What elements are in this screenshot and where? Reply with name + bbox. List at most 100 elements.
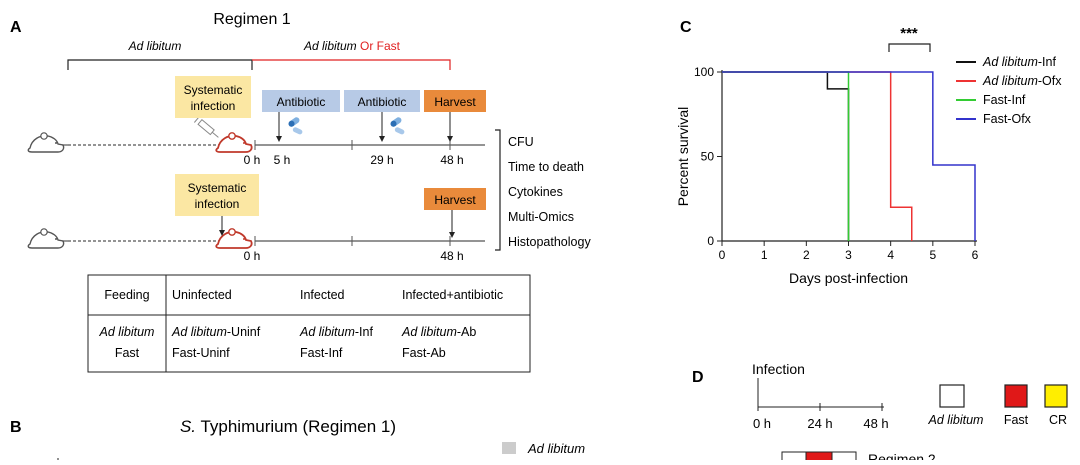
legend-label: Fast-Inf (983, 93, 1026, 107)
x-tick-label: 0 (719, 248, 726, 262)
panel-d: D Infection 0 h 24 h 48 h Regimen 2 Ad l… (692, 361, 1068, 465)
systematic-label-1: Systematic (184, 83, 243, 97)
timeline-top: Systematic infection Antibiotic Antibiot… (27, 76, 486, 167)
systematic-box-2 (175, 174, 259, 216)
diet-legend-label: Ad libitum (928, 413, 984, 427)
y-tick-label: 100 (694, 65, 714, 79)
antibiotic-box-1 (262, 90, 340, 112)
significance-bracket (888, 43, 931, 52)
x-axis-label: Days post-infection (789, 270, 908, 286)
table-header-infected-antibiotic: Infected+antibiotic (402, 288, 503, 302)
table-cell-fast: Fast (115, 346, 140, 360)
diet-legend-swatch (1004, 384, 1028, 408)
infected-mouse-icon (215, 131, 253, 153)
syringe-icon (193, 116, 219, 138)
panel-a-letter: A (10, 19, 22, 36)
systematic2-label-1: Systematic (188, 181, 247, 195)
x-tick-label: 3 (845, 248, 852, 262)
table-header-infected: Infected (300, 288, 345, 302)
systematic2-label-2: infection (195, 197, 240, 211)
legend-swatch-adlib (502, 442, 516, 454)
systematic-label-2: infection (191, 99, 236, 113)
bracket-fast (252, 59, 451, 70)
timeline-bottom: Systematic infection Harvest 0 h 48 h (27, 174, 486, 263)
pill-icon (287, 116, 304, 136)
panel-a: A Regimen 1 Ad libitum Ad libitum Or Fas… (10, 11, 591, 373)
diet-legend-swatch (1044, 384, 1068, 408)
table-cell-adlib-inf: Ad libitum-Inf (299, 325, 373, 339)
diet-legend-label: Fast (1004, 413, 1029, 427)
tick-0h: 0 h (244, 153, 261, 167)
regimen2-box-white (781, 451, 807, 465)
bracket-adlib (67, 59, 253, 70)
series-line-1 (722, 71, 913, 241)
table-cell-adlib: Ad libitum (99, 325, 155, 339)
x-tick-label: 5 (929, 248, 936, 262)
readouts-list: CFU Time to deathCytokinesMulti-OmicsHist… (508, 135, 591, 249)
diet-legend-swatch (939, 384, 965, 408)
x-tick-label: 4 (887, 248, 894, 262)
readout-item: Histopathology (508, 235, 591, 249)
table-header-uninfected: Uninfected (172, 288, 232, 302)
y-tick-label: 50 (701, 150, 715, 164)
readout-item: Time to death (508, 160, 584, 174)
tick-d-48h: 48 h (863, 416, 888, 431)
harvest-label-1: Harvest (434, 95, 476, 109)
panel-d-letter: D (692, 369, 704, 386)
legend-label: Ad libitum-Ofx (982, 74, 1062, 88)
harvest-box-1 (424, 90, 486, 112)
regimen2-box-red (805, 451, 833, 465)
x-tick-label: 2 (803, 248, 810, 262)
harvest-label-2: Harvest (434, 193, 476, 207)
legend-label-adlib: Ad libitum (527, 441, 585, 456)
tick-48h: 48 h (440, 153, 463, 167)
diet-legend-label: CR (1049, 413, 1067, 427)
survival-legend: Ad libitum-Inf Ad libitum-OfxFast-InfFast… (956, 55, 1062, 126)
bracket-adlib-label: Ad libitum (128, 39, 182, 53)
x-tick-label: 6 (972, 248, 979, 262)
readout-item: Cytokines (508, 185, 563, 199)
table-cell-fast-uninf: Fast-Uninf (172, 346, 230, 360)
diet-legend: Ad libitum Fast CR (928, 384, 1068, 427)
tick-d-24h: 24 h (807, 416, 832, 431)
table-cell-fast-ab: Fast-Ab (402, 346, 446, 360)
readout-item: CFU (508, 135, 534, 149)
panel-b-title: S. Typhimurium (Regimen 1) (180, 417, 396, 436)
panel-c-letter: C (680, 19, 692, 36)
series-line-2 (722, 71, 850, 241)
y-tick-label: 0 (707, 234, 714, 248)
harvest-box-2 (424, 188, 486, 210)
tick-29h: 29 h (370, 153, 393, 167)
panel-b: B S. Typhimurium (Regimen 1) Ad libitum (10, 417, 585, 460)
tick-48h-b: 48 h (440, 249, 463, 263)
readout-item: Multi-Omics (508, 210, 574, 224)
regimen2-box-white-2 (831, 451, 857, 465)
regimen2-label: Regimen 2 (868, 451, 936, 460)
table-cell-adlib-uninf: Ad libitum-Uninf (171, 325, 261, 339)
significance-label: *** (900, 25, 918, 42)
legend-label: Fast-Ofx (983, 112, 1032, 126)
tick-5h: 5 h (274, 153, 291, 167)
antibiotic-label-2: Antibiotic (358, 95, 407, 109)
infection-label: Infection (752, 361, 805, 377)
x-tick-label: 1 (761, 248, 768, 262)
legend-label: Ad libitum-Inf (982, 55, 1056, 69)
mouse-icon (27, 132, 65, 153)
y-axis-label: Percent survival (675, 107, 691, 207)
regimen-title: Regimen 1 (213, 11, 290, 28)
series-line-0 (722, 71, 850, 241)
antibiotic-box-2 (344, 90, 420, 112)
pill-icon (389, 116, 406, 136)
bracket-fast-label: Ad libitum Or Fast (303, 39, 401, 53)
group-table: Feeding Uninfected Infected Infected+ant… (87, 274, 531, 373)
panel-b-letter: B (10, 419, 22, 436)
systematic-box (175, 76, 251, 118)
antibiotic-label-1: Antibiotic (277, 95, 326, 109)
readouts-bracket (495, 129, 501, 251)
table-cell-fast-inf: Fast-Inf (300, 346, 343, 360)
tick-d-0h: 0 h (753, 416, 771, 431)
table-header-feeding: Feeding (104, 288, 149, 302)
